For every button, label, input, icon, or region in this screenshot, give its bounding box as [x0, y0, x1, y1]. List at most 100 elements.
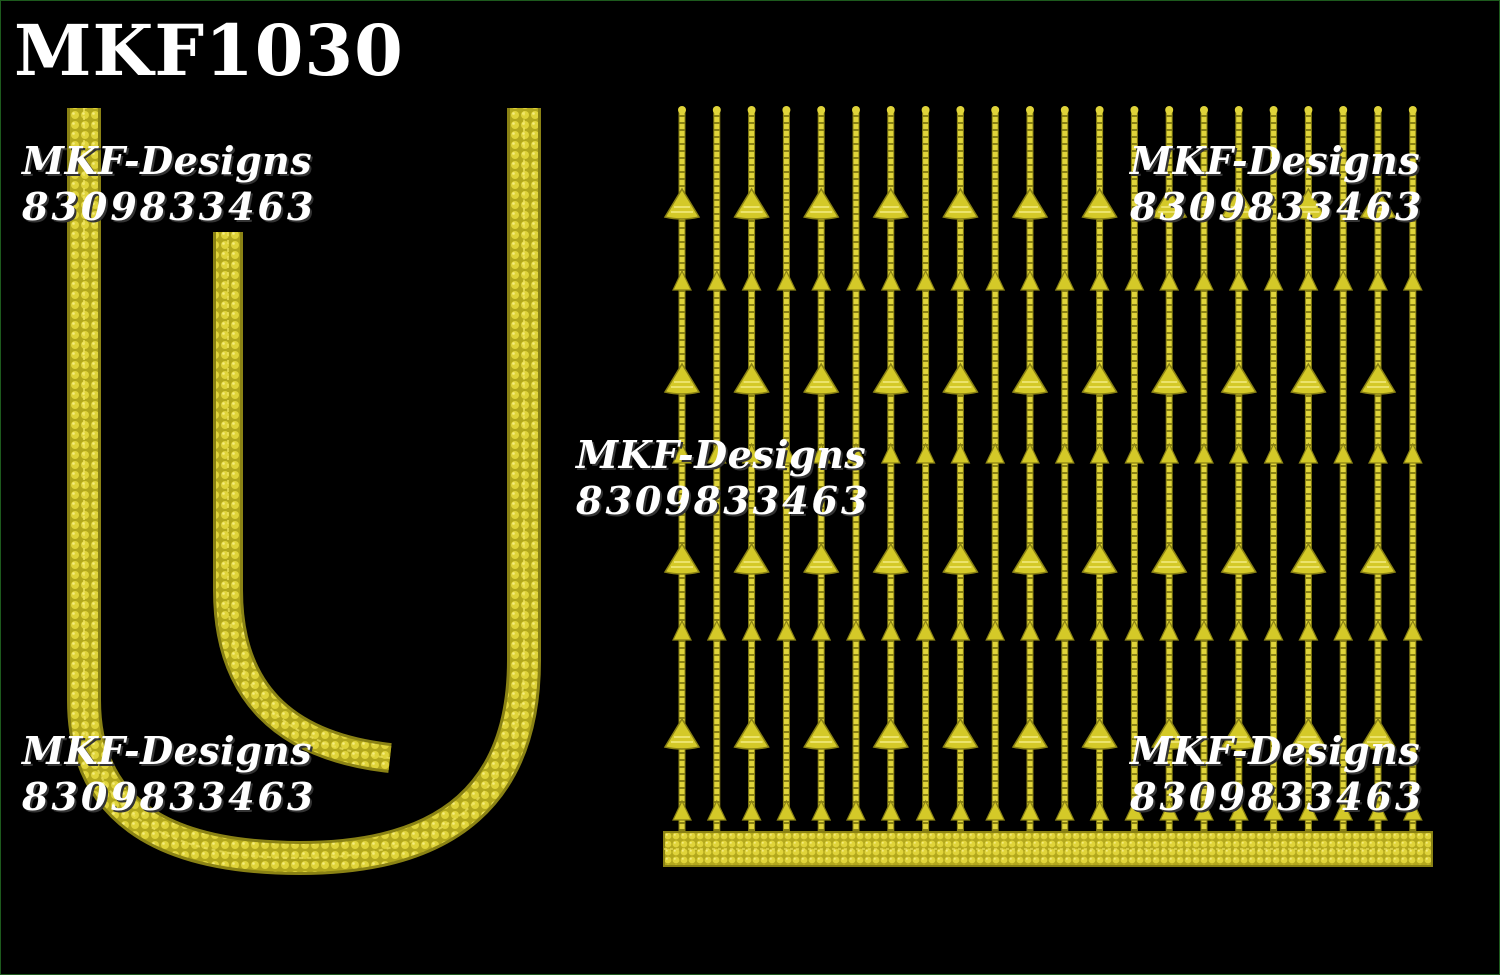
tassel [1359, 717, 1397, 750]
bead-string [942, 106, 979, 832]
tassel [1151, 542, 1188, 575]
small-tassel [985, 619, 1006, 641]
tassel [1151, 362, 1188, 395]
small-tassel [811, 269, 832, 291]
small-tassel [950, 269, 971, 291]
tassel [733, 187, 770, 220]
small-tassel [811, 619, 832, 641]
small-tassel [1368, 442, 1388, 464]
tassel [803, 717, 840, 750]
small-tassel [811, 799, 832, 821]
neckline-inner-border [213, 232, 392, 773]
small-tassel [915, 619, 936, 641]
bead-string [1194, 106, 1214, 832]
tassel [803, 187, 840, 220]
small-tassel [1228, 269, 1249, 291]
bead-string [1333, 106, 1354, 832]
small-tassel [1263, 269, 1284, 291]
bead-string [733, 106, 770, 832]
bead-string [872, 106, 909, 832]
small-tassel [1402, 269, 1423, 291]
small-tassel [1194, 619, 1214, 641]
small-tassel [1368, 619, 1388, 641]
tassel [942, 717, 979, 750]
small-tassel [1054, 619, 1075, 641]
small-tassel [915, 799, 936, 821]
small-tassel [915, 442, 936, 464]
small-tassel [1054, 442, 1075, 464]
small-tassel [1194, 442, 1214, 464]
tassel [1081, 717, 1118, 750]
tassel [663, 362, 701, 395]
small-tassel [1124, 269, 1145, 291]
watermark-phone: 8309833463 [576, 477, 871, 523]
small-tassel [1054, 269, 1075, 291]
tassel [872, 187, 909, 220]
tassel [1359, 187, 1397, 220]
small-tassel [1333, 269, 1354, 291]
small-tassel [776, 269, 797, 291]
watermark-brand: MKF-Designs [22, 138, 313, 183]
small-tassel [1124, 799, 1145, 821]
bead-string [1081, 106, 1118, 832]
small-tassel [915, 269, 936, 291]
small-tassel [1298, 269, 1319, 291]
watermark-top-right: MKF-Designs 8309833463 [1130, 138, 1424, 229]
small-tassel [880, 442, 901, 464]
small-tassel [776, 799, 797, 821]
watermark-phone: 8309833463 [1130, 773, 1425, 819]
small-tassel [741, 619, 762, 641]
tassel [1151, 717, 1188, 750]
tassel [663, 187, 701, 220]
small-tassel [776, 619, 797, 641]
watermark-bottom-right: MKF-Designs 8309833463 [1130, 728, 1424, 819]
panel-base-band [663, 831, 1433, 867]
bead-string [706, 106, 727, 832]
tassel [1290, 187, 1327, 220]
tassel [1220, 187, 1257, 220]
watermark-bottom-left: MKF-Designs 8309833463 [22, 728, 316, 819]
small-tassel [1263, 619, 1284, 641]
tassel [1011, 362, 1049, 395]
tassel [1081, 187, 1118, 220]
small-tassel [1402, 799, 1423, 821]
small-tassel [1089, 442, 1110, 464]
tassel [872, 717, 909, 750]
small-tassel [1159, 619, 1180, 641]
small-tassel [1089, 269, 1110, 291]
small-tassel [1402, 442, 1423, 464]
small-tassel [880, 619, 901, 641]
small-tassel [1368, 799, 1388, 821]
bead-string-panel [663, 106, 1423, 832]
tassel [1151, 187, 1188, 220]
small-tassel [1194, 269, 1214, 291]
neckline-outer-border [67, 108, 541, 876]
small-tassel [706, 619, 727, 641]
small-tassel [1194, 799, 1214, 821]
tassel [733, 362, 770, 395]
small-tassel [950, 799, 971, 821]
small-tassel [1089, 619, 1110, 641]
small-tassel [741, 442, 762, 464]
small-tassel [950, 442, 971, 464]
tassel [1011, 187, 1049, 220]
design-code: MKF1030 [14, 9, 404, 92]
watermark-brand: MKF-Designs [1130, 138, 1421, 183]
tassel [1011, 717, 1049, 750]
tassel [1220, 542, 1257, 575]
small-tassel [706, 442, 727, 464]
small-tassel [672, 269, 692, 291]
tassel [942, 362, 979, 395]
bead-string [1359, 106, 1397, 832]
small-tassel [741, 269, 762, 291]
small-tassel [985, 799, 1006, 821]
bead-string [1124, 106, 1145, 832]
small-tassel [846, 799, 866, 821]
small-tassel [776, 442, 797, 464]
watermark-brand: MKF-Designs [22, 728, 313, 773]
small-tassel [1228, 799, 1249, 821]
small-tassel [706, 799, 727, 821]
tassel [872, 542, 909, 575]
bead-string [1290, 106, 1327, 832]
small-tassel [672, 799, 692, 821]
